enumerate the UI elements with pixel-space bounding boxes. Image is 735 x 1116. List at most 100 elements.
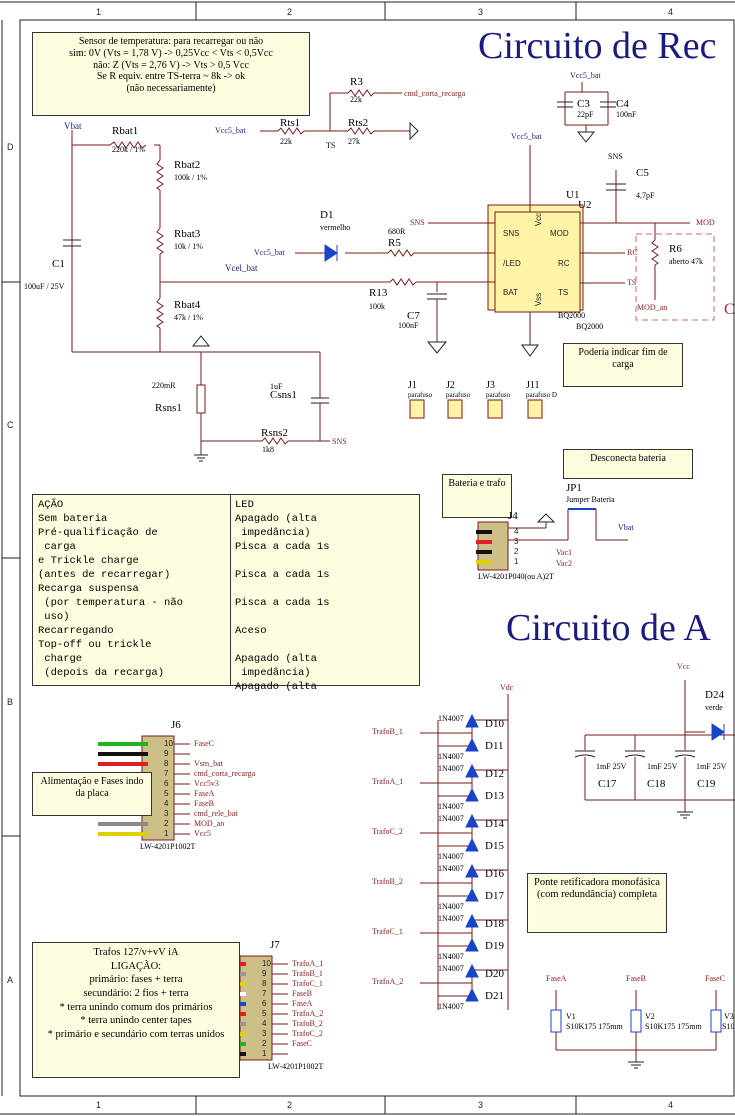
v3-ref: V3 <box>724 1012 734 1021</box>
diode-d12 <box>465 763 479 778</box>
terminal-j11-value: parafuso D <box>526 391 557 399</box>
diode-ref: D15 <box>485 840 504 852</box>
rbat3-value: 10k / 1% <box>174 242 203 251</box>
trafos-note-line: secundário: 2 fios + terra <box>83 987 189 999</box>
net-vac2: Vac2 <box>556 559 572 568</box>
note-fim-carga: Poderia indicar fim de carga <box>563 343 683 387</box>
grid-row-a: A <box>7 975 14 985</box>
note-bateria-trafo: Bateria e trafo <box>442 474 512 518</box>
j6-pin-number: 2 <box>164 819 169 828</box>
terminal-j3-value: parafuso <box>486 391 511 399</box>
j6-pin-number: 6 <box>164 779 169 788</box>
pin-bat: BAT <box>503 288 518 297</box>
r3-ref: R3 <box>350 76 363 88</box>
grid-row-c: C <box>7 420 14 430</box>
r13-value: 100k <box>369 302 385 311</box>
j7-pin-number: 8 <box>262 979 267 988</box>
c19-ref: C19 <box>697 778 716 790</box>
j7-pin-net: TrafoB_1 <box>292 969 323 978</box>
c17-value: 1mF 25V <box>596 762 627 771</box>
j6-pin-number: 4 <box>164 799 169 808</box>
j4-pin-number: 1 <box>514 557 519 566</box>
j7-pin-number: 4 <box>262 1019 267 1028</box>
jp1-value: Jumper Bateria <box>566 495 615 504</box>
note-ponte: Ponte retificadora monofásica (com redun… <box>527 873 667 933</box>
grid-col-3-bottom: 3 <box>478 1100 484 1110</box>
j6-pin-net: FaseA <box>194 789 215 798</box>
j6-pin-net: cmd_corta_recarga <box>194 769 256 778</box>
csns1-ref: Csns1 <box>270 389 297 401</box>
j6-value: LW-4201P1002T <box>140 842 196 851</box>
grid-row-d: D <box>7 142 14 152</box>
rts2-value: 27k <box>348 137 360 146</box>
trafos-note-line: * primário e secundário com terras unido… <box>47 1028 225 1040</box>
pin-ts: TS <box>558 288 569 297</box>
r6-value: aberto 47k <box>669 257 703 266</box>
pin-mod: MOD <box>550 229 569 238</box>
diode-ref: D11 <box>485 740 504 752</box>
sensor-note: Sensor de temperatura: para recarregar o… <box>32 32 310 116</box>
led-table-acao-column: Sem bateria Pré-qualificação de carga e … <box>38 513 183 679</box>
j6-pin-number: 7 <box>164 769 169 778</box>
jp1-ref: JP1 <box>566 482 582 494</box>
diode-ref: D19 <box>485 940 504 952</box>
terminal-j2-ref: J2 <box>446 380 455 391</box>
diode-d20 <box>465 963 479 978</box>
v2-value: S10K175 175mm <box>645 1022 702 1031</box>
diode-d15 <box>465 837 479 852</box>
trafos-note-line: LIGAÇÃO: <box>110 960 162 972</box>
rsns2-ref: Rsns2 <box>261 427 288 439</box>
net-fasea: FaseA <box>546 974 567 983</box>
grid-col-4-bottom: 4 <box>668 1100 674 1110</box>
j4-pin-number: 4 <box>514 527 519 536</box>
pin-vcc: Vcc <box>534 212 544 227</box>
j7-pin-number: 6 <box>262 999 267 1008</box>
v3-value: S10 <box>722 1022 735 1031</box>
diode-part: 1N4007 <box>438 914 464 923</box>
net-mod: MOD <box>696 218 715 227</box>
u2-ref: U2 <box>578 199 592 211</box>
led-table-header-acao: AÇÃO <box>38 499 64 511</box>
rsns1-value: 220mR <box>152 381 176 390</box>
trafos-note-line: primário: fases + terra <box>89 974 183 986</box>
net-sns-c5: SNS <box>608 152 623 161</box>
bridge-input-net: TrafoB_2 <box>372 877 403 886</box>
v1-ref: V1 <box>566 1012 576 1021</box>
grid-col-2: 2 <box>287 7 293 17</box>
j7-pin-net: TrafoB_2 <box>292 1019 323 1028</box>
j7-pin-net: FaseB <box>292 989 312 998</box>
diode-d13 <box>465 787 479 802</box>
grid-row-b: B <box>7 697 14 707</box>
net-vdc: Vdc <box>500 683 514 692</box>
net-rc: RC <box>627 248 638 257</box>
led-table-header-led: LED <box>235 499 254 511</box>
rbat2-ref: Rbat2 <box>174 159 201 171</box>
net-vcc5-bat-rts: Vcc5_bat <box>215 126 246 135</box>
j6-ref: J6 <box>171 719 181 731</box>
c7-ref: C7 <box>407 310 420 322</box>
rsns1-ref: Rsns1 <box>155 402 182 414</box>
diode-ref: D14 <box>485 818 504 830</box>
c3-value: 22pF <box>577 110 594 119</box>
rts1-ref: Rts1 <box>280 117 301 129</box>
diode-part: 1N4007 <box>438 1002 464 1011</box>
c3-ref: C3 <box>577 98 590 110</box>
note-desconecta-bateria: Desconecta bateria <box>563 449 693 479</box>
c17-ref: C17 <box>598 778 617 790</box>
j6-pin-net: Vsm_bat <box>194 759 223 768</box>
j6-pin-number: 1 <box>164 829 169 838</box>
j7-pin-net: FaseC <box>292 1039 312 1048</box>
net-sns-u: SNS <box>410 218 425 227</box>
title-supply-circuit: Circuito de A <box>506 607 711 649</box>
j6-pin-net: FaseB <box>194 799 214 808</box>
j7-pin-net: TrafoC_2 <box>292 1029 323 1038</box>
diode-part: 1N4007 <box>438 802 464 811</box>
j7-pin-net: TrafoA_2 <box>292 1009 324 1018</box>
net-vbat-jp1: Vbat <box>618 523 634 532</box>
diode-ref: D12 <box>485 768 504 780</box>
diode-part: 1N4007 <box>438 902 464 911</box>
v1-value: S10K175 175mm <box>566 1022 623 1031</box>
sensor-note-line: não: Z (Vts = 2,76 V) -> Vts > 0,5 Vcc <box>93 59 249 71</box>
j7-pin-net: TrafoC_1 <box>292 979 323 988</box>
net-vcc: Vcc <box>677 662 690 671</box>
